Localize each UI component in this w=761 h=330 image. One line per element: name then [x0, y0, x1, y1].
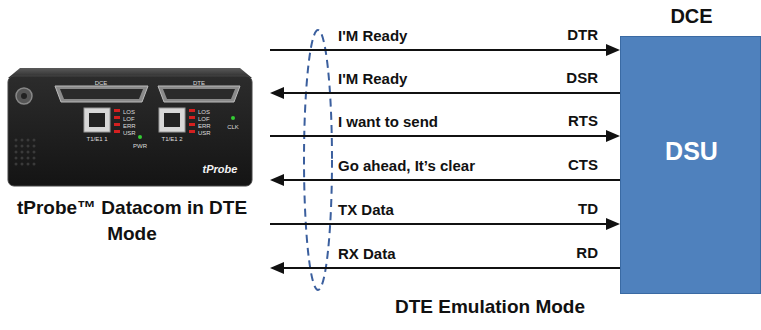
node-heading: DCE	[621, 5, 761, 28]
led-label: USR	[198, 130, 211, 137]
port-label: DTE	[193, 80, 205, 87]
signal-name: DTR	[567, 26, 598, 43]
signal-arrow	[270, 87, 620, 99]
port-label: T1/E1 1	[86, 136, 107, 143]
port-label: DCE	[95, 80, 108, 87]
port-label: T1/E1 2	[161, 136, 182, 143]
brand-logo: tProbe	[203, 163, 238, 175]
led-label: ERR	[198, 123, 211, 130]
led-label: LOF	[123, 116, 135, 123]
led-label: USR	[123, 130, 136, 137]
edge-label: I'M Ready	[336, 27, 409, 44]
node-label: DSU	[621, 137, 761, 166]
power-label: PWR	[133, 143, 147, 150]
device-caption: tProbe™ Datacom in DTE Mode	[12, 195, 252, 247]
edge-label: Go ahead, It’s clear	[336, 157, 477, 174]
tprobe-device	[8, 68, 252, 186]
emulation-boundary	[304, 30, 332, 290]
signal-name: RD	[576, 244, 598, 261]
led-label: LOS	[198, 109, 210, 116]
dsu-box: DCEDSU	[620, 36, 761, 294]
diagram-caption: DTE Emulation Mode	[395, 296, 585, 318]
led-label: LOF	[198, 116, 210, 123]
edge-label: TX Data	[336, 201, 396, 218]
led-label: ERR	[123, 123, 136, 130]
edge-label: I'M Ready	[336, 70, 409, 87]
led-label: LOS	[123, 109, 135, 116]
signal-name: DSR	[566, 69, 598, 86]
signal-arrow	[270, 130, 620, 142]
signal-name: RTS	[568, 112, 598, 129]
signal-arrow	[270, 262, 620, 274]
clock-label: CLK	[227, 124, 239, 131]
edge-label: RX Data	[336, 245, 398, 262]
signal-arrow	[270, 44, 620, 56]
edge-label: I want to send	[336, 113, 440, 130]
signal-arrow	[270, 174, 620, 186]
signal-name: CTS	[568, 156, 598, 173]
signal-name: TD	[578, 200, 598, 217]
signal-arrow	[270, 218, 620, 230]
